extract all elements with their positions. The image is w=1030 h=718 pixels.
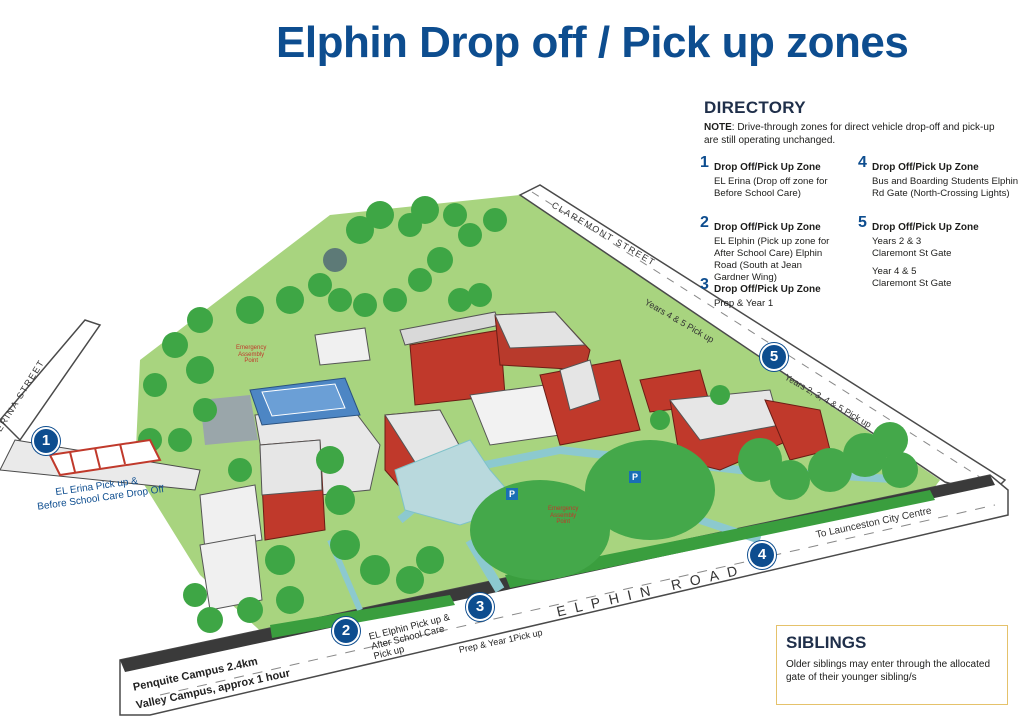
trees [138,196,918,633]
zone-entry-5: 5 Drop Off/Pick Up Zone Years 2 & 3 Clar… [858,215,979,290]
zone-entry-1: 1 Drop Off/Pick Up Zone EL Erina (Drop o… [700,155,839,200]
emergency-assembly-point-2: Emergency Assembly Point [548,506,578,526]
zone-entry-4: 4 Drop Off/Pick Up Zone Bus and Boarding… [858,155,1022,200]
erina-street [0,319,102,442]
zone-number: 4 [858,154,867,171]
zone-number: 3 [700,276,709,293]
directory-note: NOTE: Drive-through zones for direct veh… [704,122,1004,147]
zone-marker-5[interactable]: 5 [760,343,788,371]
zone-marker-4[interactable]: 4 [748,541,776,569]
siblings-heading: SIBLINGS [786,633,867,652]
zone-marker-3[interactable]: 3 [466,593,494,621]
emergency-line1: Emergency [548,506,579,512]
zone-description: Bus and Boarding Students Elphin Rd Gate… [872,176,1019,199]
emergency-line3: Point [556,519,571,525]
page-title: Elphin Drop off / Pick up zones [276,18,909,67]
directory-heading: DIRECTORY [704,98,806,117]
zone-number: 1 [700,154,709,171]
note-text: : Drive-through zones for direct vehicle… [704,122,995,146]
hedge [505,490,935,588]
zone-description: Prep & Year 1 [714,298,774,309]
zone-entry-2: 2 Drop Off/Pick Up Zone EL Elphin (Pick … [700,215,839,284]
note-label: NOTE [704,122,732,133]
zone-description: EL Elphin (Pick up zone for After School… [714,236,830,283]
zone-title: Drop Off/Pick Up Zone [714,162,821,173]
zone-description-2: Year 4 & 5 Claremont St Gate [872,266,952,289]
erina-pickup-stalls [48,438,162,477]
emergency-line3: Point [244,358,259,364]
zone-title: Drop Off/Pick Up Zone [872,222,979,233]
zone-marker-1[interactable]: 1 [32,427,60,455]
zone-title: Drop Off/Pick Up Zone [872,162,979,173]
emergency-line2: Assembly [238,351,265,358]
siblings-text: Older siblings may enter through the all… [786,659,991,683]
zone-title: Drop Off/Pick Up Zone [714,222,821,233]
parking-icon: P [629,471,641,483]
zone-description: EL Erina (Drop off zone for Before Schoo… [714,176,828,199]
parking-icon: P [506,488,518,500]
emergency-assembly-point-1: Emergency Assembly Point [236,345,266,365]
zone-marker-2[interactable]: 2 [332,617,360,645]
emergency-line2: Assembly [550,512,577,519]
zone-title: Drop Off/Pick Up Zone [714,284,821,295]
directory-panel: DIRECTORY NOTE: Drive-through zones for … [704,98,1024,147]
zone-number: 2 [700,214,709,231]
emergency-line1: Emergency [236,345,267,351]
siblings-box: SIBLINGS Older siblings may enter throug… [776,625,1008,705]
zone-entry-3: 3 Drop Off/Pick Up Zone Prep & Year 1 [700,277,839,310]
zone-description: Years 2 & 3 Claremont St Gate [872,236,952,259]
zone-number: 5 [858,214,867,231]
